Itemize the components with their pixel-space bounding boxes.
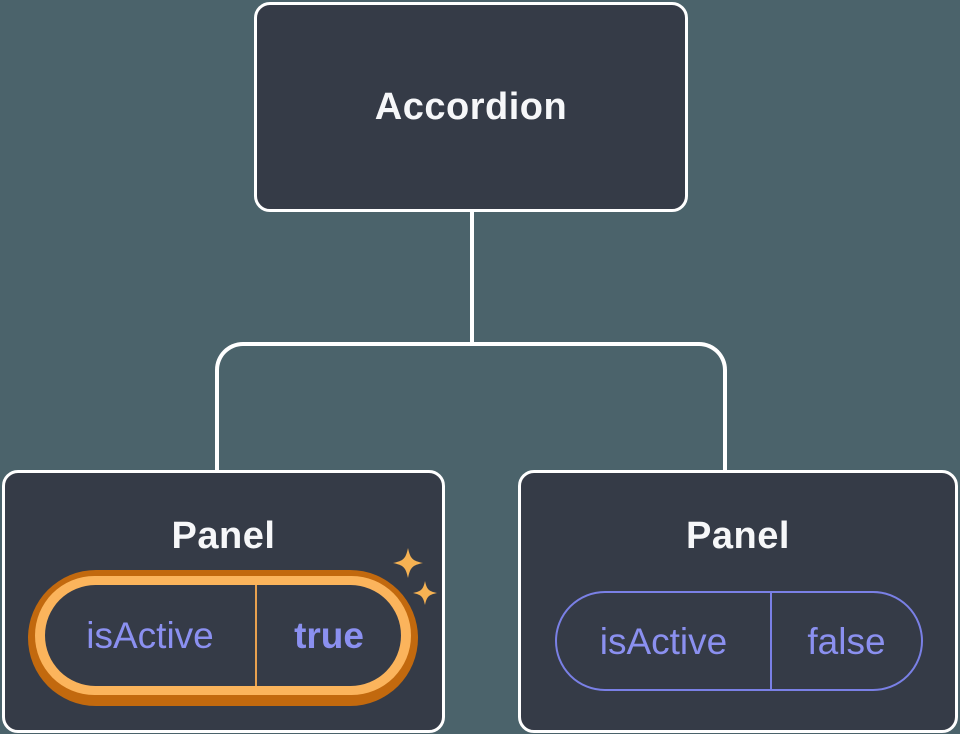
accordion-node-label: Accordion <box>374 86 568 128</box>
pill-divider <box>769 593 772 689</box>
state-pill-inactive: isActive false <box>555 591 923 691</box>
state-pill-highlight-band: isActive true <box>35 576 411 695</box>
prop-value-label: false <box>807 620 886 662</box>
panel-node-inactive: Panel isActive false <box>518 470 958 733</box>
prop-value-label: true <box>294 615 364 656</box>
pill-divider <box>255 585 258 686</box>
panel-node-active: Panel isActive true <box>2 470 445 733</box>
state-pill-highlight-ring: isActive true <box>28 570 418 706</box>
panel-node-label: Panel <box>171 515 276 557</box>
prop-name-label: isActive <box>599 620 728 662</box>
connector-branch-line <box>215 342 727 470</box>
sparkles-icon <box>393 548 437 605</box>
state-pill-active: isActive true <box>45 585 401 686</box>
accordion-node: Accordion <box>254 2 688 212</box>
prop-name-label: isActive <box>86 615 214 656</box>
connector-stem-line <box>470 211 474 344</box>
panel-node-label: Panel <box>686 515 790 557</box>
